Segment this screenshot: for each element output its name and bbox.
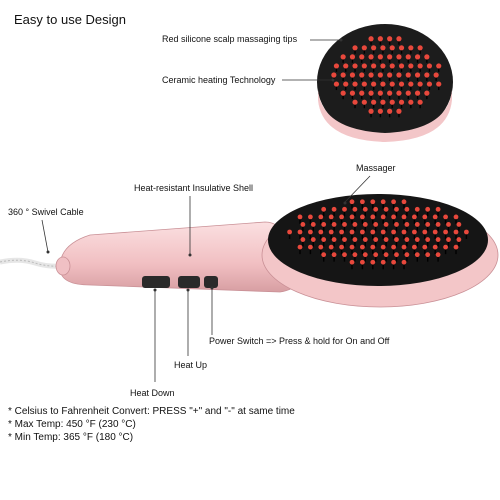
label-swivel-cable: 360 ° Swivel Cable bbox=[8, 207, 84, 217]
label-ceramic-heating: Ceramic heating Technology bbox=[162, 75, 276, 85]
label-red-silicone-tips: Red silicone scalp massaging tips bbox=[162, 34, 298, 44]
note-item: * Min Temp: 365 °F (180 °C) bbox=[8, 432, 134, 443]
label-massager: Massager bbox=[356, 163, 396, 173]
note-item: * Celsius to Fahrenheit Convert: PRESS "… bbox=[8, 406, 295, 417]
notes-list: * Celsius to Fahrenheit Convert: PRESS "… bbox=[8, 405, 295, 444]
page-title: Easy to use Design bbox=[14, 12, 127, 27]
main-brush bbox=[0, 194, 499, 308]
closeup-brush-head bbox=[317, 24, 453, 142]
note-item: * Max Temp: 450 °F (230 °C) bbox=[8, 419, 136, 430]
power-button-graphic bbox=[204, 276, 218, 288]
heat-down-button-graphic bbox=[142, 276, 170, 288]
label-heat-down: Heat Down bbox=[130, 388, 175, 398]
label-insulative-shell: Heat-resistant Insulative Shell bbox=[134, 183, 254, 193]
label-heat-up: Heat Up bbox=[174, 360, 208, 370]
label-power-switch: Power Switch => Press & hold for On and … bbox=[209, 336, 390, 346]
heat-up-button-graphic bbox=[178, 276, 200, 288]
